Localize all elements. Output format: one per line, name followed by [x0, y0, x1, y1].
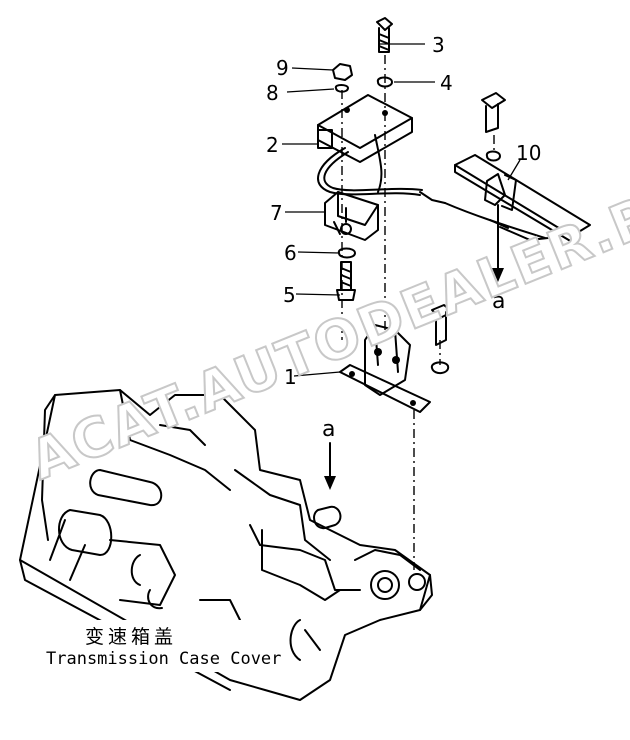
caption-chinese: 变速箱盖: [85, 626, 177, 648]
callout-9: 9: [276, 56, 289, 80]
bolt-part-5: [336, 261, 356, 301]
view-marker-lower: a: [322, 417, 335, 442]
centerlines: [341, 55, 495, 570]
bolt-part-3: [376, 17, 393, 53]
view-marker-upper: a: [492, 289, 505, 314]
callout-1: 1: [284, 365, 297, 389]
callout-5: 5: [283, 283, 296, 307]
caption-background: [40, 620, 280, 672]
view-arrow-lower: [324, 442, 336, 490]
callout-2: 2: [266, 133, 279, 157]
nut-part-9: [332, 63, 353, 93]
bracket-part-1: [339, 324, 431, 413]
leader-lines: [282, 43, 521, 377]
washer-part-4: [376, 76, 393, 88]
wiring-harness: [317, 134, 546, 239]
washer-part-6: [337, 247, 356, 259]
callout-6: 6: [284, 241, 297, 265]
callout-10: 10: [516, 141, 541, 165]
caption-english: Transmission Case Cover: [46, 649, 281, 669]
control-rod-part-10: [454, 154, 591, 243]
limit-switch-part-7: [324, 191, 379, 241]
callout-7: 7: [270, 201, 283, 225]
view-arrow-upper: [492, 204, 504, 282]
callout-4: 4: [440, 71, 453, 95]
transmission-case-cover: [19, 389, 433, 701]
mounting-plate-part-2: [317, 94, 413, 163]
callout-3: 3: [432, 33, 445, 57]
callout-8: 8: [266, 81, 279, 105]
clamp-bolt: [481, 92, 506, 162]
bracket-bolt: [430, 304, 453, 374]
